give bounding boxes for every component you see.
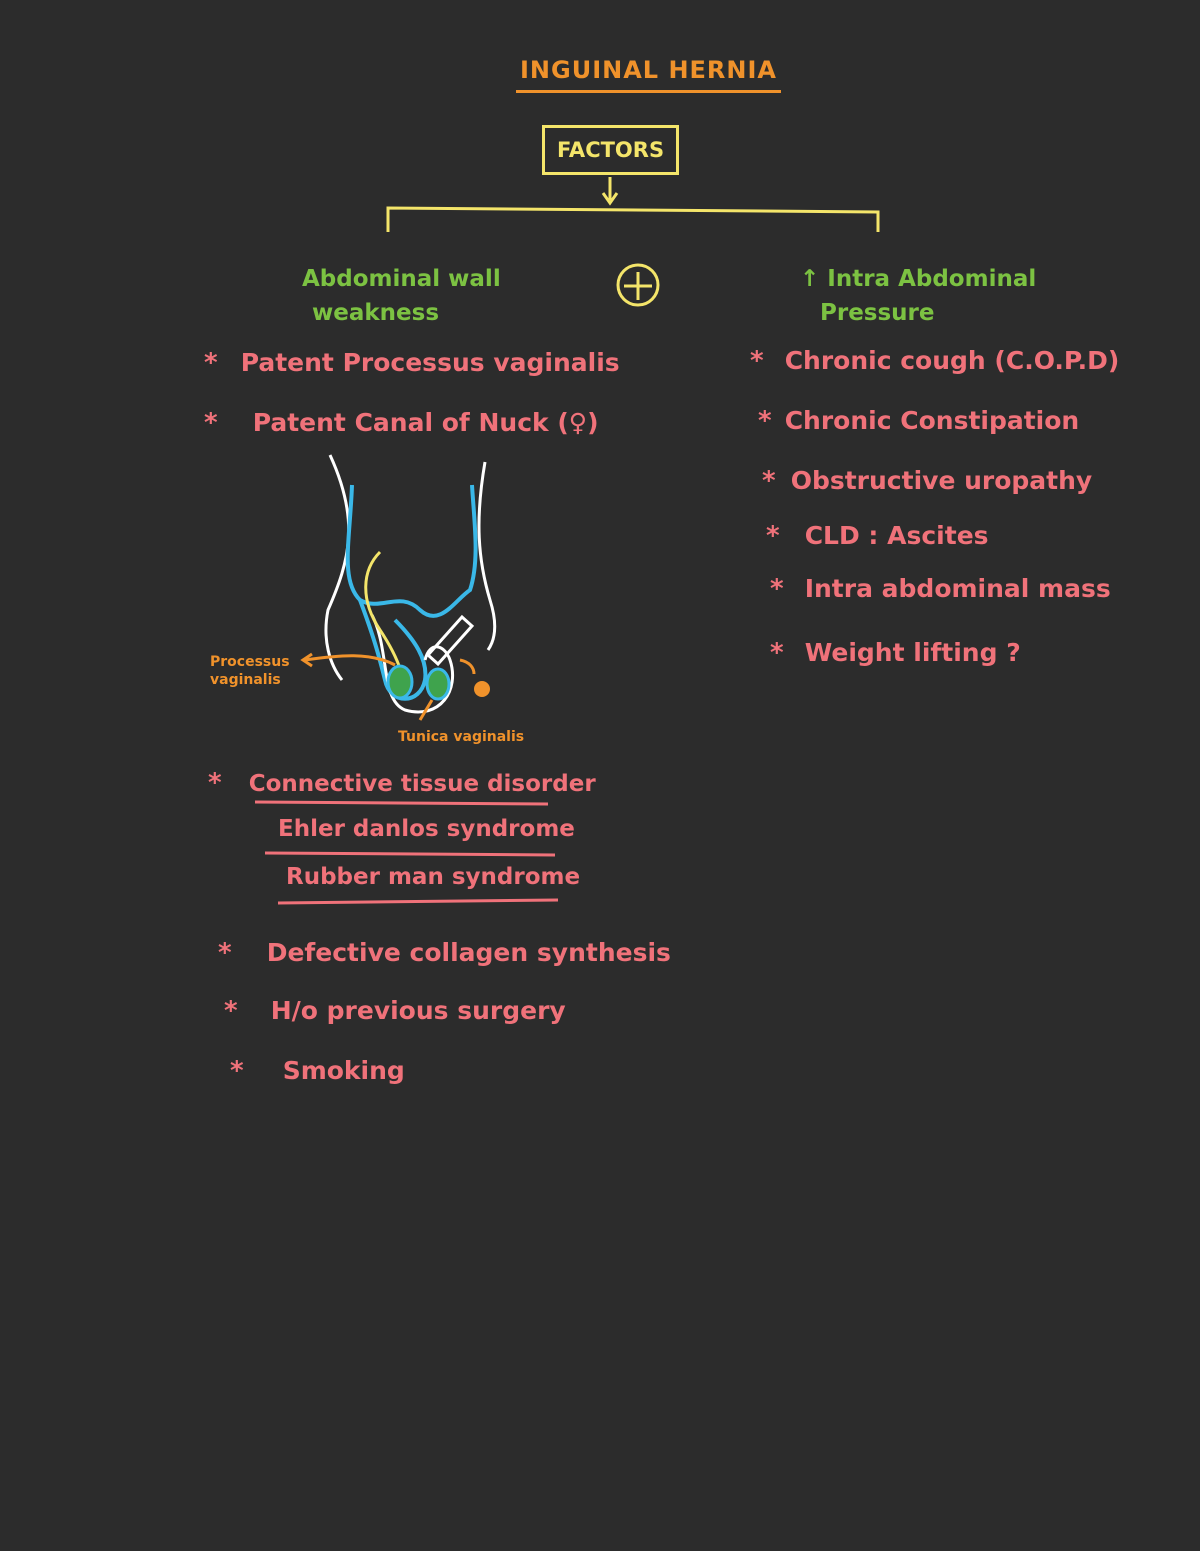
connective-sub-1: Ehler danlos syndrome — [278, 816, 575, 842]
plus-circle — [616, 263, 660, 307]
right-item-6: * Weight lifting ? — [770, 638, 1021, 668]
label-processus: Processus vaginalis — [210, 653, 290, 689]
right-item-label: Intra abdominal mass — [804, 574, 1111, 603]
label-processus-line1: Processus — [210, 654, 290, 670]
left-item-label: Patent Processus vaginalis — [240, 348, 620, 377]
label-tunica: Tunica vaginalis — [398, 729, 525, 745]
left-item-label: Defective collagen synthesis — [266, 938, 671, 967]
right-heading-line1: ↑ Intra Abdominal — [800, 266, 1037, 292]
bullet: * — [750, 346, 764, 376]
left-item-4: * H/o previous surgery — [224, 996, 566, 1026]
right-item-label: CLD : Ascites — [804, 521, 989, 550]
left-heading-line2: weakness — [312, 300, 440, 326]
bullet: * — [208, 768, 222, 798]
left-item-label: Patent Canal of Nuck (♀) — [252, 408, 599, 437]
bullet: * — [230, 1056, 244, 1086]
right-item-2: * Chronic Constipation — [758, 406, 1079, 436]
left-item-label: H/o previous surgery — [270, 996, 566, 1025]
right-item-label: Obstructive uropathy — [790, 466, 1093, 495]
bullet: * — [758, 406, 772, 436]
bullet: * — [218, 938, 232, 968]
bullet: * — [770, 574, 784, 604]
bullet: * — [204, 408, 218, 438]
underline-ehler — [264, 851, 556, 857]
right-heading: ↑ Intra Abdominal Pressure — [800, 262, 1036, 330]
right-item-1: * Chronic cough (C.O.P.D) — [750, 346, 1119, 376]
connective-heading-row: * Connective tissue disorder — [208, 768, 596, 798]
factors-box: FACTORS — [542, 125, 680, 175]
page-title: INGUINAL HERNIA — [516, 56, 781, 93]
bullet: * — [766, 521, 780, 551]
left-item-3: * Defective collagen synthesis — [218, 938, 671, 968]
label-processus-line2: vaginalis — [210, 672, 281, 688]
right-item-label: Chronic Constipation — [784, 406, 1080, 435]
left-heading: Abdominal wall weakness — [302, 262, 501, 330]
left-item-5: * Smoking — [230, 1056, 405, 1086]
bullet: * — [762, 466, 776, 496]
bullet: * — [224, 996, 238, 1026]
connective-heading: Connective tissue disorder — [248, 771, 596, 797]
right-heading-line2: Pressure — [820, 300, 935, 326]
bullet: * — [204, 348, 218, 378]
left-item-2: * Patent Canal of Nuck (♀) — [204, 408, 599, 438]
tree-bracket — [386, 206, 880, 232]
right-item-label: Chronic cough (C.O.P.D) — [784, 346, 1120, 375]
bullet: * — [770, 638, 784, 668]
right-item-5: * Intra abdominal mass — [770, 574, 1111, 604]
left-item-label: Smoking — [282, 1056, 405, 1085]
underline-connective — [254, 800, 549, 806]
right-item-3: * Obstructive uropathy — [762, 466, 1092, 496]
underline-rubber — [277, 898, 559, 905]
connective-sub-2: Rubber man syndrome — [286, 864, 581, 890]
factors-arrow-head — [601, 192, 619, 206]
right-item-label: Weight lifting ? — [804, 638, 1021, 667]
right-item-4: * CLD : Ascites — [766, 521, 989, 551]
processus-vaginalis-diagram — [300, 454, 497, 721]
left-item-1: * Patent Processus vaginalis — [204, 348, 620, 378]
left-heading-line1: Abdominal wall — [302, 266, 501, 292]
